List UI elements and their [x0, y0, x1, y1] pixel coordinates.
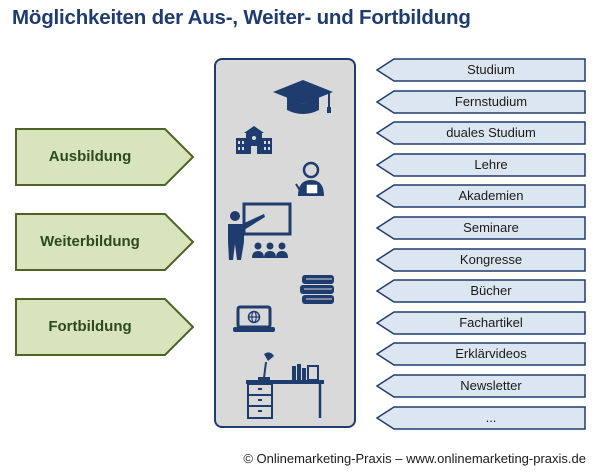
graduation-cap-icon: [273, 80, 333, 114]
copyright-text: © Onlinemarketing-Praxis – www.onlinemar…: [243, 451, 586, 466]
left-arrow-fortbildung: Fortbildung: [15, 298, 195, 356]
left-arrow-label: Fortbildung: [48, 318, 132, 335]
left-arrow-label: Ausbildung: [48, 148, 132, 165]
student-reading-icon: [295, 161, 324, 196]
left-arrow-label: Weiterbildung: [40, 233, 140, 250]
left-arrow-weiterbildung: Weiterbildung: [15, 213, 195, 271]
right-item-label: Lehre: [474, 157, 508, 172]
right-item: Newsletter: [376, 374, 586, 398]
laptop-globe-icon: [233, 305, 275, 332]
right-item: Lehre: [376, 153, 586, 177]
right-item-label: ...: [485, 410, 497, 425]
center-icon-panel: [214, 58, 356, 428]
right-item: Fachartikel: [376, 311, 586, 335]
right-item: Akademien: [376, 184, 586, 208]
books-stack-icon: [300, 275, 334, 304]
desk-lamp-icon: [246, 352, 324, 419]
right-item-label: Studium: [467, 62, 515, 77]
left-arrow-ausbildung: Ausbildung: [15, 128, 195, 186]
right-item-label: Fachartikel: [459, 315, 523, 330]
school-building-icon: [236, 126, 272, 154]
right-item-label: Erklärvideos: [455, 346, 527, 361]
right-item-label: Seminare: [463, 220, 519, 235]
right-item: Kongresse: [376, 248, 586, 272]
right-item: Fernstudium: [376, 90, 586, 114]
right-item: duales Studium: [376, 121, 586, 145]
right-item-label: duales Studium: [446, 125, 536, 140]
right-item-label: Kongresse: [459, 252, 523, 267]
right-item: Erklärvideos: [376, 342, 586, 366]
right-item: Bücher: [376, 279, 586, 303]
right-item: ...: [376, 406, 586, 430]
right-item-label: Newsletter: [460, 378, 522, 393]
right-item-label: Bücher: [470, 283, 512, 298]
right-item: Seminare: [376, 216, 586, 240]
right-item: Studium: [376, 58, 586, 82]
right-item-label: Akademien: [458, 188, 524, 203]
teacher-presentation-icon: [228, 202, 292, 260]
page-title: Möglichkeiten der Aus-, Weiter- und Fort…: [12, 6, 471, 29]
right-item-label: Fernstudium: [454, 94, 528, 109]
